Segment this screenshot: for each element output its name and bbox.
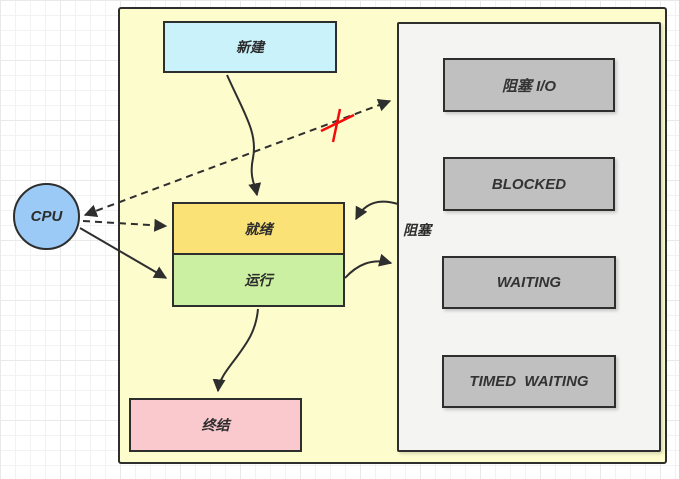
node-timed-waiting[interactable]: TIMED WAITING [442, 355, 616, 408]
node-blocked-label: BLOCKED [491, 175, 567, 193]
node-blocked[interactable]: BLOCKED [443, 157, 615, 211]
node-cpu-label: CPU [30, 208, 63, 225]
node-running-label: 运行 [244, 272, 273, 288]
node-terminated-label: 终结 [201, 417, 230, 433]
node-blocked-io[interactable]: 阻塞 I/O [443, 58, 615, 112]
node-new-label: 新建 [236, 39, 264, 55]
node-running[interactable]: 运行 [172, 253, 345, 307]
node-new[interactable]: 新建 [163, 21, 337, 73]
edge-label-block: 阻塞 [403, 222, 431, 238]
node-ready-label: 就绪 [244, 220, 273, 237]
node-waiting[interactable]: WAITING [442, 256, 616, 309]
node-terminated[interactable]: 终结 [129, 398, 302, 452]
node-timed-waiting-label: TIMED WAITING [469, 373, 589, 390]
node-waiting-label: WAITING [496, 274, 562, 291]
node-blocked-io-label: 阻塞 I/O [501, 77, 557, 95]
node-cpu[interactable]: CPU [13, 183, 80, 250]
node-ready[interactable]: 就绪 [172, 202, 345, 255]
